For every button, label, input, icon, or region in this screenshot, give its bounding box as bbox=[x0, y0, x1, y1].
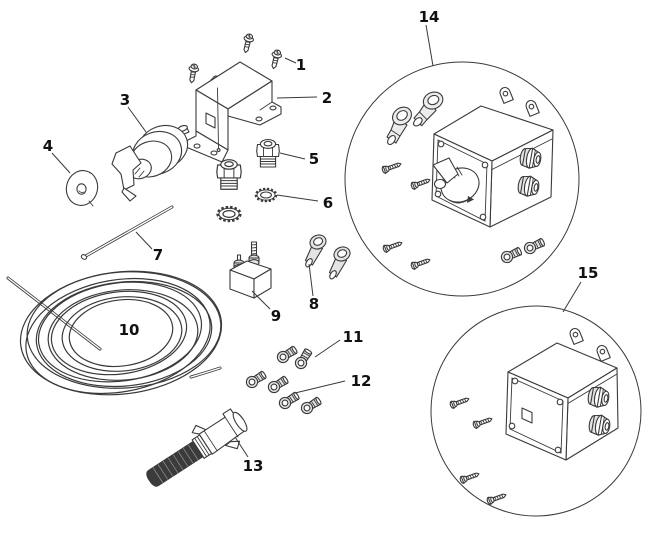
leader-line-8 bbox=[308, 263, 314, 297]
leader-line-12 bbox=[294, 380, 346, 394]
part-6-lock-nuts bbox=[216, 187, 278, 223]
leader-line-5 bbox=[279, 152, 306, 160]
leader-line-7 bbox=[135, 231, 153, 250]
part-label-12: 12 bbox=[351, 372, 372, 390]
leader-lines bbox=[51, 24, 582, 458]
part-label-1: 1 bbox=[296, 56, 306, 74]
leader-line-4 bbox=[51, 152, 71, 174]
leader-line-11 bbox=[314, 339, 341, 358]
leader-line-6 bbox=[276, 194, 319, 202]
part-label-3: 3 bbox=[120, 91, 130, 109]
part-1-screws bbox=[240, 32, 284, 71]
leader-line-2 bbox=[276, 96, 318, 99]
part-label-9: 9 bbox=[271, 307, 281, 325]
part-label-8: 8 bbox=[309, 295, 319, 313]
part-8-elbow-terminals bbox=[303, 232, 353, 281]
part-label-2: 2 bbox=[322, 89, 332, 107]
leader-line-1 bbox=[284, 57, 297, 64]
part-label-15: 15 bbox=[578, 264, 599, 282]
part-number-labels: 1 2 3 4 5 6 7 8 9 10 11 12 13 14 15 bbox=[43, 8, 599, 475]
part-label-13: 13 bbox=[243, 457, 264, 475]
leader-line-3 bbox=[127, 106, 147, 133]
part-7-rod bbox=[80, 205, 174, 260]
part-2-mounting-bracket bbox=[185, 61, 282, 163]
leader-line-9 bbox=[251, 290, 271, 310]
part-13-trailer-plug bbox=[146, 408, 248, 487]
part-label-6: 6 bbox=[323, 194, 333, 212]
leader-line-15 bbox=[562, 281, 582, 313]
part-label-4: 4 bbox=[43, 137, 53, 155]
leader-line-13 bbox=[234, 436, 249, 458]
part-label-11: 11 bbox=[343, 328, 364, 346]
part-11-ring-terminals-small bbox=[274, 343, 315, 372]
part-4-face-plate bbox=[65, 170, 99, 207]
part-label-14: 14 bbox=[419, 8, 440, 26]
part-14-switch-box-callout bbox=[344, 61, 580, 297]
part-12-ring-terminals bbox=[243, 368, 324, 417]
part-10-wire-coil bbox=[6, 270, 223, 396]
part-15-junction-box-callout bbox=[430, 305, 642, 517]
leader-line-14 bbox=[425, 24, 434, 67]
part-3-battery-switch bbox=[111, 124, 190, 202]
part-9-circuit-breaker bbox=[229, 241, 272, 299]
part-label-5: 5 bbox=[309, 150, 319, 168]
part-label-10: 10 bbox=[119, 321, 140, 339]
part-label-7: 7 bbox=[153, 246, 163, 264]
